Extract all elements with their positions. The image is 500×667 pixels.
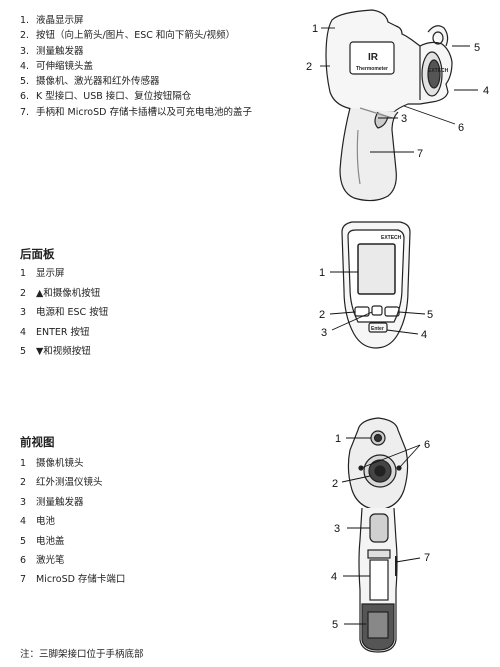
device-brand-text: EXTECH (428, 68, 449, 74)
rear-callout-2: 2 (319, 309, 325, 321)
side-callout-2: 2 (306, 61, 312, 73)
side-callout-3: 3 (401, 113, 407, 125)
side-view-list: 1.液晶显示屏 2.按钮（向上箭头/图片、ESC 和向下箭头/视频） 3.测量触… (20, 13, 252, 120)
list-item: 5▼和视频按钮 (20, 346, 91, 357)
front-callout-3: 3 (334, 523, 340, 535)
rear-panel-title: 后面板 (20, 247, 55, 261)
side-callout-lines (320, 27, 478, 153)
list-item: 1.液晶显示屏 (20, 15, 84, 26)
rear-brand-text: EXTECH (381, 235, 402, 241)
list-item: 4.可伸缩镜头盖 (20, 60, 94, 72)
tripod-note: 注：三脚架接口位于手柄底部 (20, 649, 144, 660)
front-callout-7: 7 (424, 552, 430, 564)
list-item: 6.K 型接口、USB 接口、复位按钮隔仓 (20, 91, 192, 103)
rear-callout-3: 3 (321, 327, 327, 339)
front-callout-1: 1 (335, 433, 341, 445)
side-callout-1: 1 (312, 23, 318, 35)
list-item: 5.摄像机、激光器和红外传感器 (20, 76, 160, 88)
front-callout-lines (341, 437, 421, 625)
side-callout-5: 5 (474, 42, 480, 54)
rear-callout-5: 5 (427, 309, 433, 321)
side-callout-4: 4 (483, 85, 489, 97)
list-item: 3.测量触发器 (20, 45, 84, 57)
front-callout-6: 6 (424, 439, 430, 451)
front-view-illustration (347, 417, 409, 653)
front-callout-2: 2 (332, 478, 338, 490)
rear-panel-illustration (341, 221, 411, 349)
front-callout-5: 5 (332, 619, 338, 631)
side-callout-7: 7 (417, 148, 423, 160)
list-item: 7.手柄和 MicroSD 存储卡插槽以及可充电电池的盖子 (20, 106, 252, 118)
front-view-title: 前视图 (20, 435, 55, 449)
front-callout-4: 4 (331, 571, 337, 583)
side-callout-6: 6 (458, 122, 464, 134)
device-model-text: IR (368, 52, 379, 63)
rear-callout-lines (329, 271, 426, 335)
list-item: 2▲和摄像机按钮 (20, 287, 101, 299)
side-view-illustration (325, 9, 453, 202)
rear-enter-text: Enter (371, 326, 384, 332)
rear-callout-1: 1 (319, 267, 325, 279)
rear-callout-4: 4 (421, 329, 427, 341)
list-item: 2.按钮（向上箭头/图片、ESC 和向下箭头/视频） (20, 30, 236, 42)
device-sub-text: Thermometer (356, 66, 388, 72)
